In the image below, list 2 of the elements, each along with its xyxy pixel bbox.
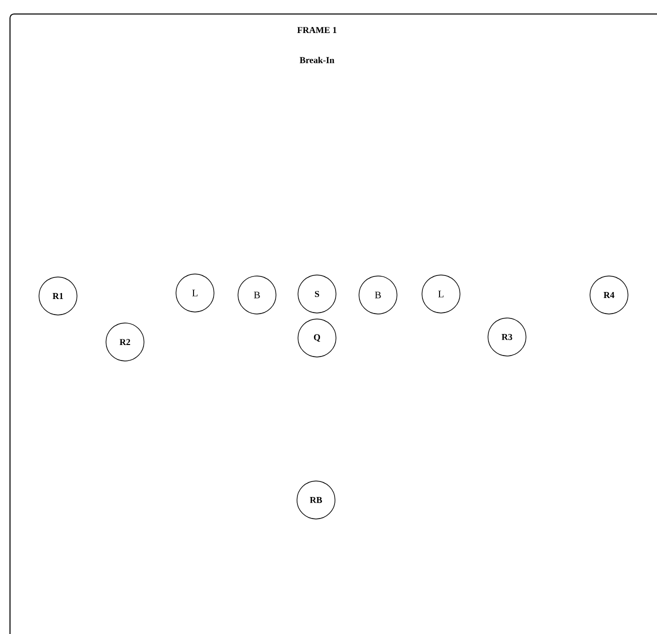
- subtitle: Break-In: [300, 56, 334, 64]
- title: FRAME 1: [297, 27, 336, 33]
